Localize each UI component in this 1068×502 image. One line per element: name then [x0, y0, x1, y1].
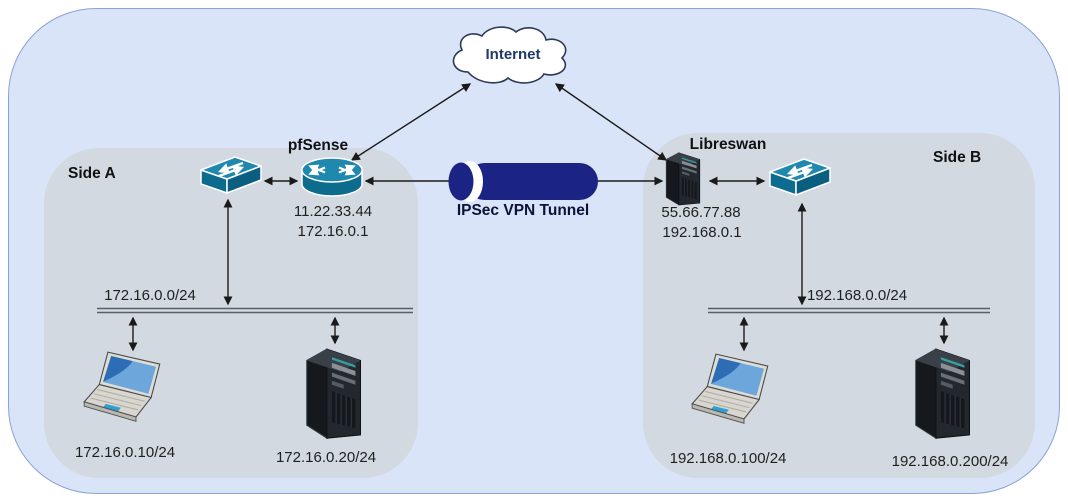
tunnel-label: IPSec VPN Tunnel — [456, 202, 590, 219]
cloud-icon — [452, 26, 567, 84]
internet-label: Internet — [485, 46, 541, 63]
server-icon-host-a — [305, 348, 362, 440]
bus-segment-side-a — [97, 307, 413, 314]
side-a-label: Side A — [68, 165, 116, 182]
laptop-icon-host-b — [691, 353, 769, 424]
libreswan-lan-ip: 192.168.0.1 — [662, 224, 742, 241]
host-b-server-ip: 192.168.0.200/24 — [891, 453, 1009, 470]
switch-icon-side-b — [770, 159, 830, 195]
server-icon-host-b — [914, 348, 971, 440]
pfsense-wan-ip: 11.22.33.44 — [293, 203, 373, 220]
network-b-label: 192.168.0.0/24 — [806, 287, 908, 304]
network-a-label: 172.16.0.0/24 — [104, 287, 196, 304]
side-b-label: Side B — [933, 149, 982, 166]
link-pfsense-internet — [350, 83, 472, 161]
pfsense-lan-ip: 172.16.0.1 — [297, 223, 369, 240]
host-b-laptop-ip: 192.168.0.100/24 — [669, 450, 787, 467]
switch-icon-side-a — [201, 157, 261, 193]
laptop-icon-host-a — [83, 351, 161, 422]
libreswan-wan-ip: 55.66.77.88 — [661, 204, 741, 221]
router-icon-pfsense — [302, 158, 362, 196]
libreswan-label: Libreswan — [689, 136, 767, 153]
bus-segment-side-b — [708, 307, 990, 314]
host-a-laptop-ip: 172.16.0.10/24 — [74, 444, 176, 461]
tunnel-cylinder-icon — [448, 161, 598, 202]
link-internet-libreswan — [554, 83, 668, 161]
host-a-server-ip: 172.16.0.20/24 — [275, 449, 377, 466]
pfsense-label: pfSense — [287, 137, 349, 154]
server-icon-libreswan — [665, 152, 701, 206]
